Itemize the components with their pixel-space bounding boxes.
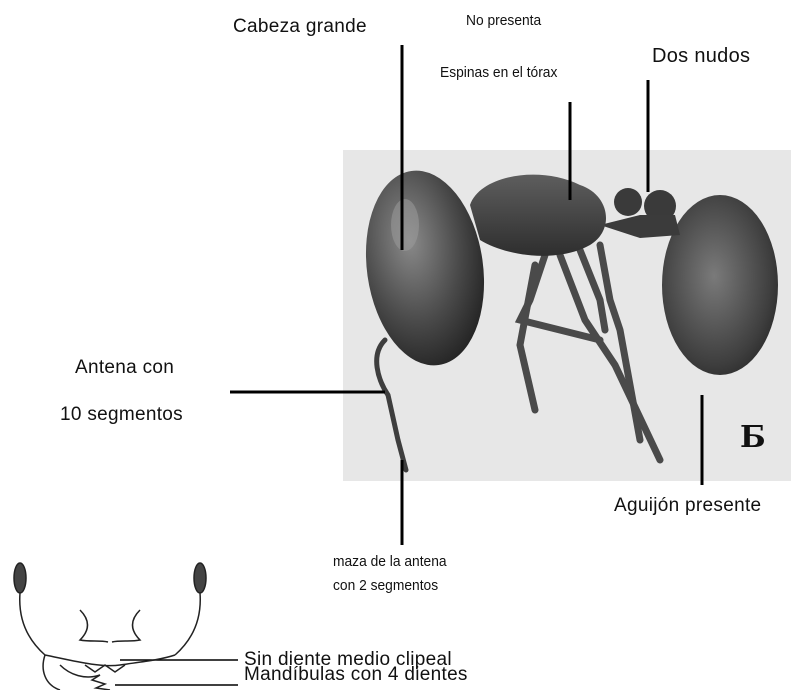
label-club-line1: maza de la antena (333, 553, 447, 570)
label-sting: Aguijón presente (614, 495, 761, 517)
label-spines-line1: No presenta (466, 12, 541, 29)
mandible-schematic (14, 563, 206, 690)
ant-head-shine (391, 199, 419, 251)
right-antenna-club-icon (194, 563, 206, 593)
label-spines-line2: Espinas en el tórax (440, 64, 557, 81)
ant-gaster (662, 195, 778, 375)
left-antenna-club-icon (14, 563, 26, 593)
label-head: Cabeza grande (233, 16, 367, 38)
ant-node-1 (614, 188, 642, 216)
photo-letter: Б (740, 420, 766, 455)
label-nodes: Dos nudos (652, 45, 750, 68)
label-club-line2: con 2 segmentos (333, 577, 438, 594)
label-antenna-line2: 10 segmentos (60, 404, 183, 426)
label-antenna-line1: Antena con (75, 357, 174, 379)
label-mandibles: Mandíbulas con 4 dientes (244, 664, 468, 686)
